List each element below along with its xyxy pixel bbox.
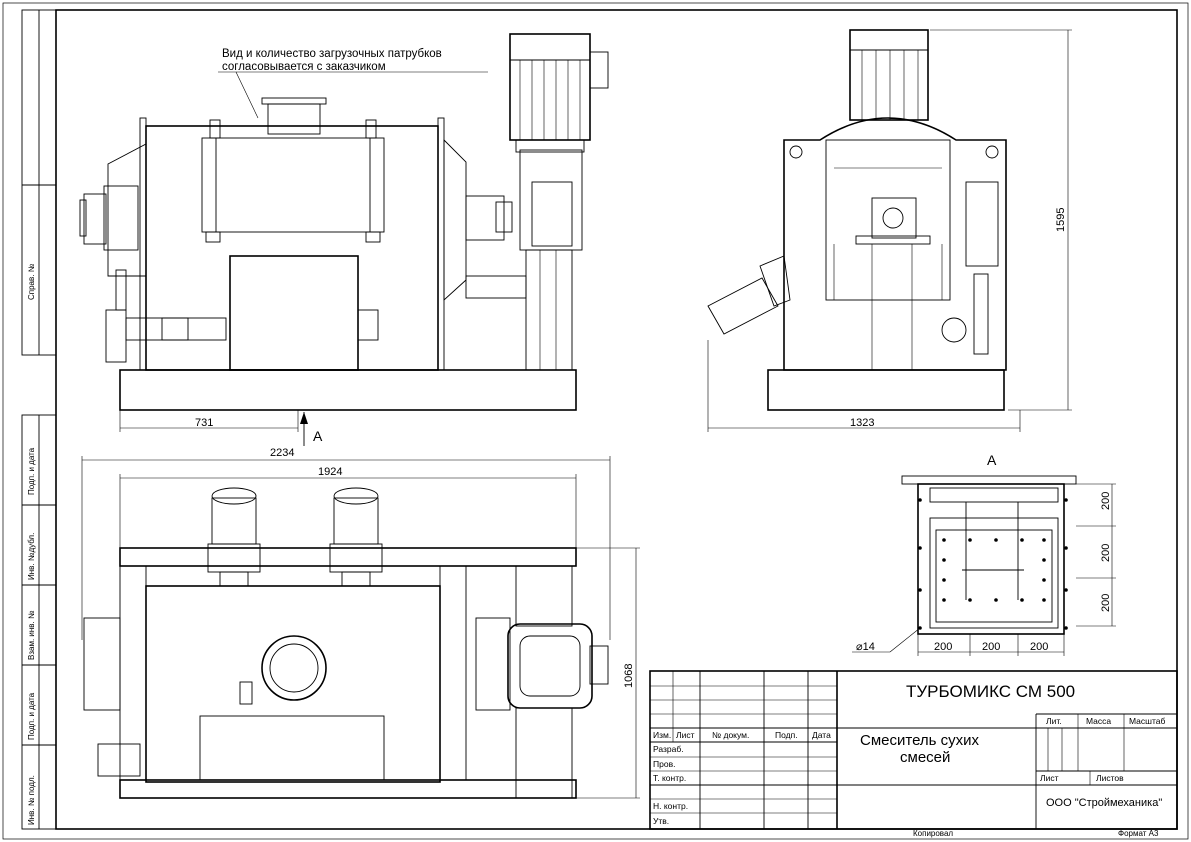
dim-200-h2: 200: [982, 641, 1000, 653]
dim-731: 731: [195, 417, 213, 429]
view-a-arrow-label: А: [313, 428, 323, 444]
row-nkontr: Н. контр.: [653, 801, 688, 811]
title-block: ТУРБОМИКС СМ 500 Смеситель сухих смесей …: [649, 670, 1178, 830]
dim-200-v2: 200: [1100, 544, 1112, 562]
drawing-frame: [55, 9, 1178, 830]
dim-2234: 2234: [270, 447, 294, 459]
stamp-vzam-inv: Взам. инв. №: [27, 610, 36, 660]
front-view: 1323 1595: [707, 29, 1072, 432]
dim-200-v3: 200: [1100, 594, 1112, 612]
dim-1068: 1068: [623, 664, 635, 688]
row-razrab: Разраб.: [653, 744, 684, 754]
side-view: Вид и количество загрузочных патрубков с…: [79, 33, 609, 446]
hdr-list: Лист: [1040, 773, 1059, 783]
top-view: 2234 1924: [81, 447, 640, 799]
stamp-inv-podl: Инв. № подл.: [27, 775, 36, 825]
col-doc: № докум.: [712, 730, 749, 740]
doc-name-line2: смесей: [900, 749, 950, 766]
bolt-holes: [918, 498, 1068, 630]
doc-name-line1: Смеситель сухих: [860, 732, 980, 749]
row-prov: Пров.: [653, 759, 675, 769]
left-stamp-column: Справ. № Подп. и дата Инв. №дубл. Взам. …: [21, 9, 57, 830]
col-date: Дата: [812, 730, 831, 740]
view-a: А 200 200 200 200 200: [852, 452, 1116, 656]
footer-copied: Копировал: [913, 829, 953, 838]
hdr-listov: Листов: [1096, 773, 1124, 783]
hdr-massa: Масса: [1086, 716, 1111, 726]
dim-1323: 1323: [850, 417, 874, 429]
doc-designation: ТУРБОМИКС СМ 500: [906, 682, 1075, 701]
col-list: Лист: [676, 730, 695, 740]
col-sign: Подп.: [775, 730, 798, 740]
note-line1: Вид и количество загрузочных патрубков: [222, 48, 442, 60]
dim-200-v1: 200: [1100, 492, 1112, 510]
dim-hole-14: ⌀14: [856, 641, 875, 653]
hdr-masshtab: Масштаб: [1129, 716, 1165, 726]
dim-1924: 1924: [318, 466, 342, 478]
row-utv: Утв.: [653, 816, 669, 826]
footer-format: Формат А3: [1118, 829, 1159, 838]
view-a-label: А: [987, 452, 997, 468]
row-tkontr: Т. контр.: [653, 773, 686, 783]
stamp-sprav: Справ. №: [27, 263, 36, 300]
col-izm: Изм.: [653, 730, 671, 740]
stamp-podp-data-2: Подп. и дата: [27, 692, 36, 740]
stamp-podp-data-1: Подп. и дата: [27, 447, 36, 495]
dim-200-h1: 200: [934, 641, 952, 653]
note-line2: согласовывается с заказчиком: [222, 61, 386, 73]
dim-200-h3: 200: [1030, 641, 1048, 653]
hdr-lit: Лит.: [1046, 716, 1062, 726]
stamp-inv-dubl: Инв. №дубл.: [27, 533, 36, 580]
company-name: ООО "Строймеханика": [1046, 797, 1162, 809]
dim-1595: 1595: [1055, 208, 1067, 232]
